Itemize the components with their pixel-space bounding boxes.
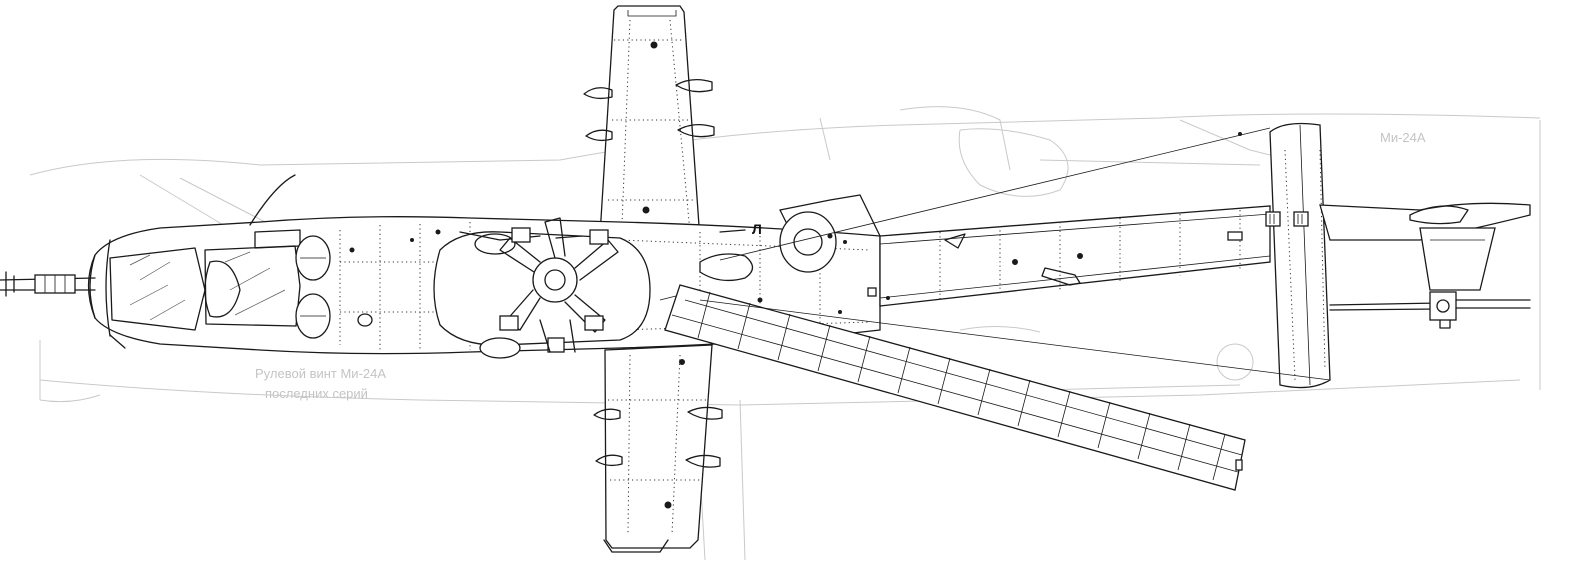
section-marker: Л — [555, 221, 762, 239]
tail-fin — [1319, 202, 1531, 329]
ghost-side-view: Ми-24А Рулевой винт Ми-24А последних сер… — [29, 106, 1541, 561]
rotor-tie-lines — [699, 127, 1331, 381]
marker-label: Л — [752, 221, 762, 237]
engine-gearbox — [433, 217, 651, 359]
ghost-caption-line1: Рулевой винт Ми-24А — [255, 366, 386, 381]
upper-stub-wing — [583, 5, 715, 241]
tail-boom — [867, 205, 1271, 307]
horizontal-stabilizer — [1265, 122, 1331, 389]
ghost-caption-line2: последних серий — [265, 386, 368, 401]
rotor-hub-arms — [499, 217, 619, 353]
lower-stub-wing — [593, 344, 723, 553]
ghost-variant-label: Ми-24А — [1380, 130, 1426, 145]
main-rotor-blade — [664, 284, 1246, 491]
blade-sections — [697, 291, 1226, 481]
rear-fuselage — [659, 194, 881, 321]
